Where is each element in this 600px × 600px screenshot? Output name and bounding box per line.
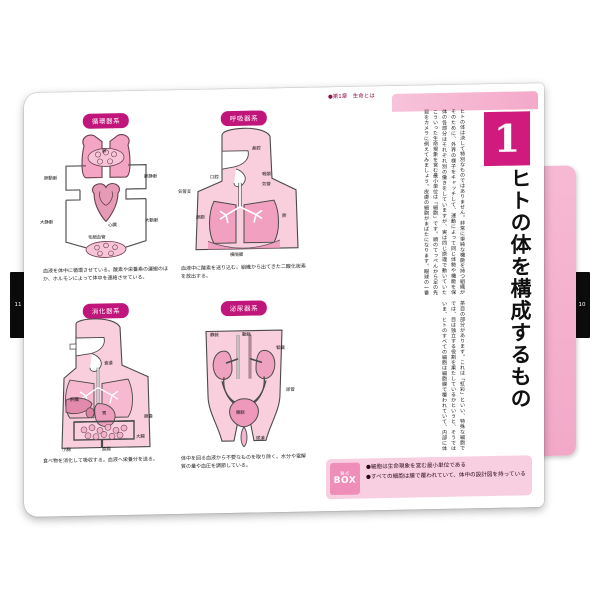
figure-label-resp-4: 気管支 [178, 189, 192, 196]
figure-respiratory: 鼻腔 口腔 咽頭 気管 気管支 肺胞 肺 横隔膜 [178, 124, 310, 265]
figure-label-dige-5: 直腸 [102, 447, 111, 453]
figure-label-resp-0: 鼻腔 [252, 146, 261, 152]
figure-label-urin-3: 尿管 [286, 387, 295, 393]
figure-label-resp-3: 気管 [262, 182, 271, 188]
figure-label-urin-4: 膀胱 [236, 410, 245, 416]
figure-label-dige-6: 小腸 [62, 448, 71, 454]
body-column: こういった生命現象を営む最小単位は「細胞」です。頭のてっぺんから足の先まで、柔ら… [432, 109, 438, 296]
chapter-header-text: ●第1章 生命とは [328, 93, 375, 101]
panel-caption-urinary: 体中を回る血液から不要なものを取り除く。水分や電解質の量や血圧を調節している。 [181, 453, 307, 470]
urinary-diagram-svg [205, 329, 283, 448]
figure-label-dige-0: 食道 [104, 361, 113, 367]
respiratory-diagram-svg [195, 127, 299, 251]
page-title: ヒトの体を構成するもの [508, 167, 532, 410]
body-text-bottom: 茶目の部分があります。これは「虹彩」といい、特殊な細胞でできていて、絞りの役割を… [330, 301, 466, 454]
figure-label-circ-6: 毛細血管 [88, 235, 106, 241]
page-content: 循環器系 [24, 83, 544, 517]
figure-label-circ-4: 心臓 [108, 223, 117, 229]
right-page-number: 10 [578, 302, 586, 308]
panel-caption-digestive: 食べ物を消化して吸収する。血液へ栄養分を送る。 [43, 456, 158, 465]
figure-label-resp-7: 横隔膜 [230, 252, 244, 259]
figure-label-urin-1: 動脈 [242, 332, 251, 338]
body-column: いま、ヒトのすべての細胞は細胞膜で覆われていて、内部に体中の細胞の設計図を持って… [441, 300, 447, 451]
body-column: 目をカメラに例えてみましょう。皮膚の細胞がまばたになります。眼球の一番前には光の… [423, 109, 429, 296]
panel-title-digestive: 消化器系 [82, 302, 130, 319]
body-column: 茶目の部分があります。これは「虹彩」といい、特殊な細胞でできていて、絞りの役割を… [459, 300, 465, 451]
left-page: 循環器系 [36, 95, 314, 508]
figure-label-dige-1: 肝臓 [70, 397, 79, 404]
key-points-list: ●細胞は生命現象を営む最小単位である ●すべての細胞は膜で覆われていて、体中の設… [360, 455, 532, 498]
figure-label-resp-5: 肺胞 [196, 215, 205, 221]
figure-label-resp-2: 咽頭 [262, 172, 271, 178]
chapter-number-badge: 1 [484, 111, 530, 167]
figure-label-urin-2: 腎臓 [276, 345, 285, 352]
figure-digestive: 食道 肝臓 胃 胆嚢 大腸 直腸 小腸 [40, 316, 172, 457]
figure-label-circ-0: 肺 [102, 149, 107, 155]
body-column: そのために、外界の様子をキャッチして、運動によって同じ体勢や機能を保ち、栄養分を… [450, 108, 456, 295]
figure-urinary: 静脈 動脈 腎臓 尿管 膀胱 尿道 [178, 314, 310, 455]
figure-label-circ-1: 肺動脈 [44, 176, 58, 182]
panel-caption-respiratory: 血液中に酸素を送り込む。組織から出てきた二酸化炭素を放出する。 [181, 263, 306, 280]
figure-label-resp-6: 肺 [282, 213, 287, 220]
body-text-top: ヒトの体は決して特別なものではありません。非常に単純な機能を持つ組織が集まって、… [330, 109, 466, 298]
panel-circulatory: 循環器系 [40, 112, 172, 311]
figure-label-urin-0: 静脈 [210, 333, 219, 339]
key-points-box: 要点 BOX ●細胞は生命現象を営む最小単位である ●すべての細胞は膜で覆われて… [326, 455, 532, 500]
book-spread: いろいろな臓器、器官、細胞、分子 循環器系 [24, 83, 576, 517]
page-index-tab-left: 11 [10, 272, 26, 338]
digestive-diagram-svg [61, 318, 151, 449]
figure-label-dige-2: 胃 [102, 411, 107, 417]
right-page: ●第1章 生命とは 1 ヒトの体を構成するもの ヒトの体は決して特別なものではあ… [320, 83, 538, 511]
figure-circulatory: 肺 肺動脈 肺静脈 大静脈 心臓 大動脈 毛細血管 [40, 126, 172, 267]
figure-label-dige-3: 胆嚢 [144, 414, 153, 420]
body-column: では、目は独立する役割を果たしているかというと、そうではありません。目の中には血… [450, 300, 456, 451]
circulatory-diagram-svg [65, 134, 147, 258]
figure-label-dige-4: 大腸 [136, 434, 145, 440]
page-index-tab-right: 10 [574, 272, 590, 338]
panel-title-urinary: 泌尿器系 [220, 300, 268, 316]
body-column: 体の各部分はそれぞれ別の働きをしていますが、実は同じ原理で動いていたり、すべてに… [441, 108, 447, 295]
panel-title-respiratory: 呼吸器系 [220, 110, 268, 126]
panel-title-circulatory: 循環器系 [82, 112, 130, 129]
panel-caption-circulatory: 血液を体中に循環させている。酸素や栄養素の運搬のほか、ホルモンによって体中を連絡… [43, 266, 169, 283]
key-points-badge-big: BOX [333, 475, 357, 486]
figure-label-circ-5: 大動脈 [145, 218, 159, 224]
panel-urinary: 泌尿器系 [178, 300, 310, 499]
figure-label-circ-3: 大静脈 [40, 220, 54, 226]
left-page-number: 11 [14, 302, 22, 308]
figure-label-urin-5: 尿道 [256, 436, 265, 442]
panel-respiratory: 呼吸器系 [178, 110, 310, 309]
figure-label-resp-1: 口腔 [210, 175, 219, 181]
key-points-badge: 要点 BOX [330, 462, 360, 496]
panel-digestive: 消化器系 [40, 302, 172, 501]
body-column: ヒトの体は決して特別なものではありません。非常に単純な機能を持つ組織が集まって、… [459, 108, 465, 295]
figure-label-circ-2: 肺静脈 [144, 174, 158, 180]
